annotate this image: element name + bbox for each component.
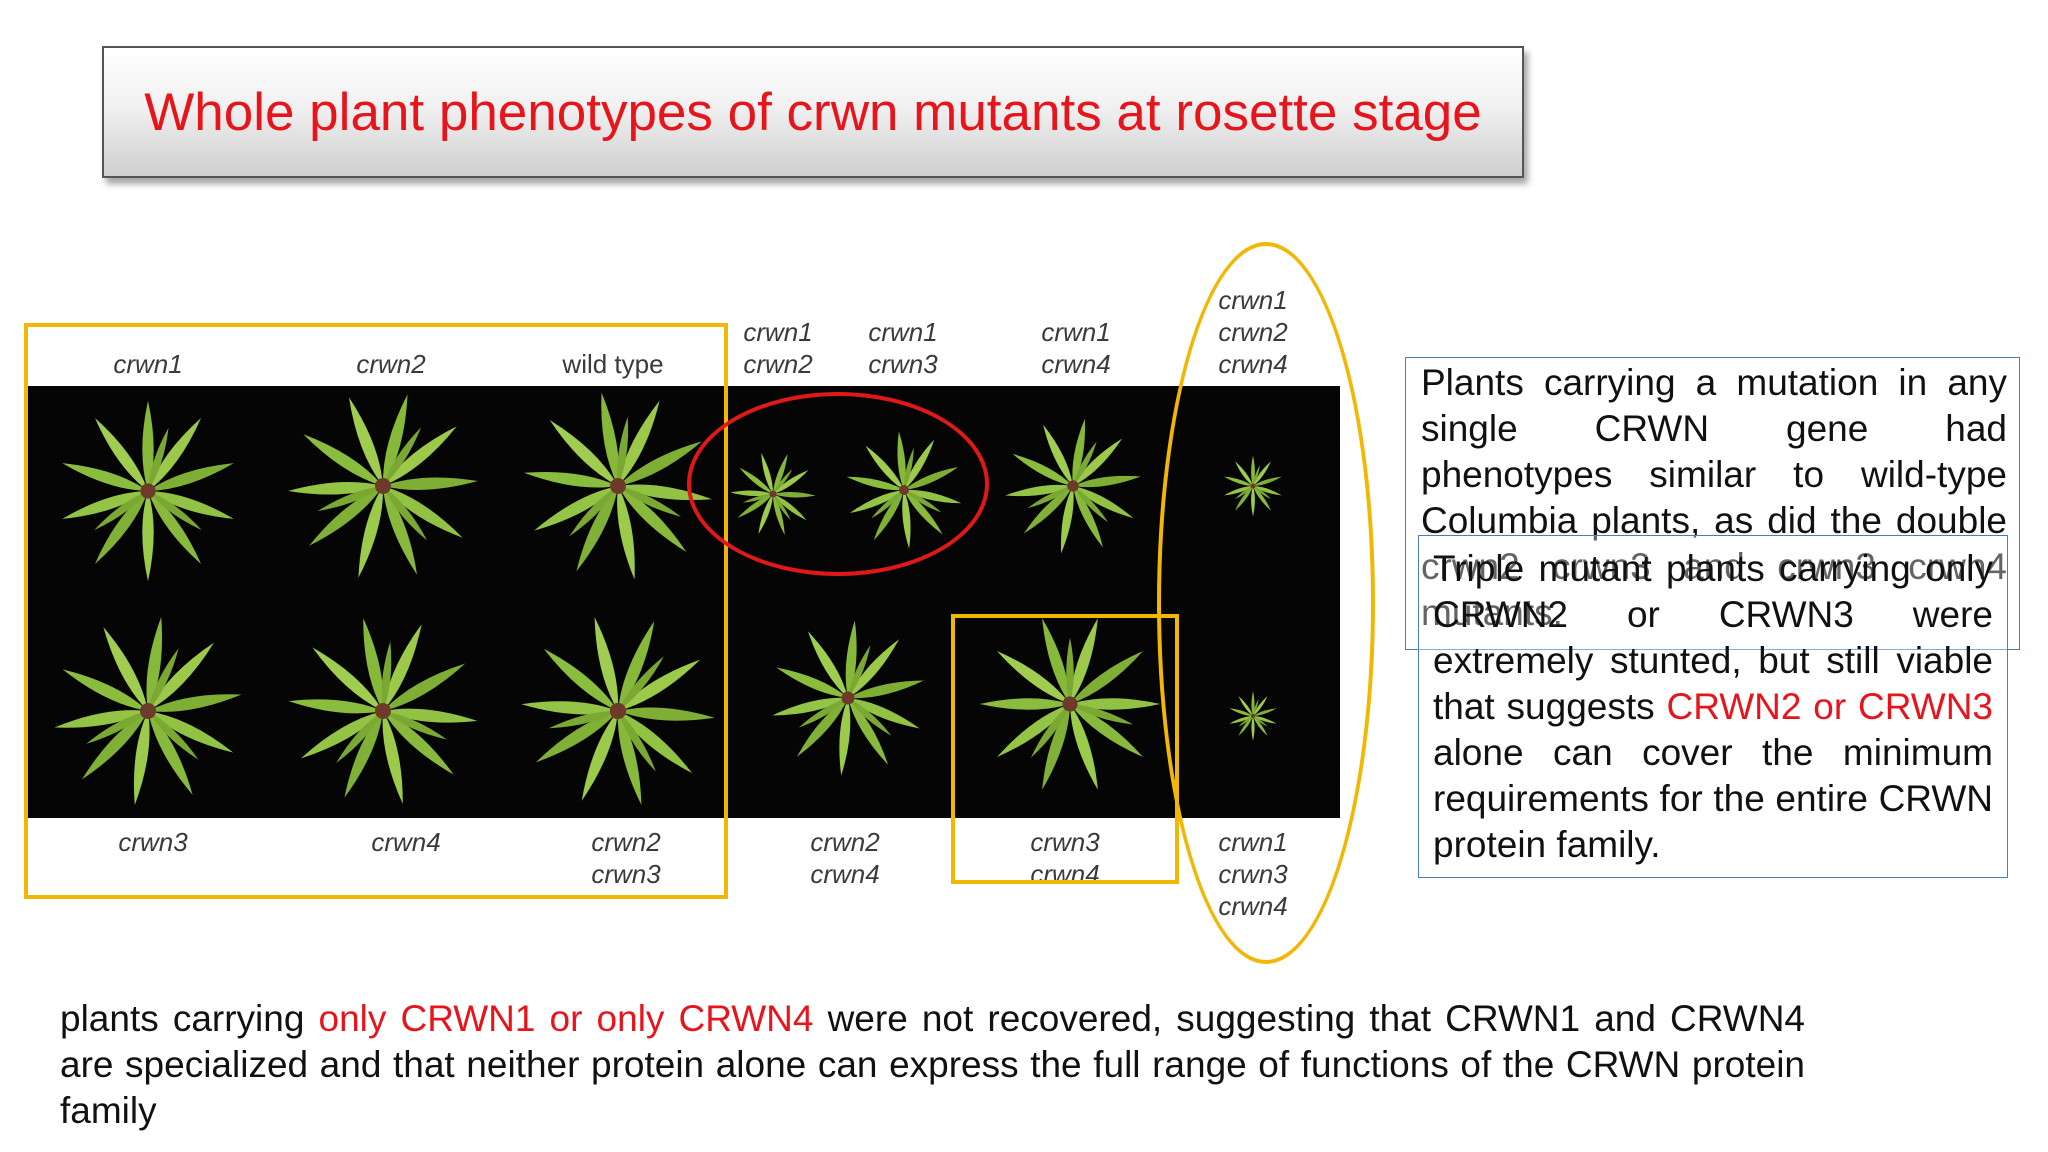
label-crwn1: crwn1 — [113, 349, 183, 379]
textbox-triple-part2: alone can cover the minimum requirements… — [1433, 732, 1993, 865]
bottom-part2: were not recovered, suggesting that CRWN… — [60, 998, 1806, 1131]
rosette-photo — [28, 370, 1340, 837]
title-box: Whole plant phenotypes of crwn mutants a… — [102, 46, 1524, 178]
yellow-ellipse-triple-mutants — [1157, 242, 1375, 964]
label-crwn3: crwn3 — [118, 827, 188, 857]
label-crwn4: crwn4 — [371, 827, 441, 857]
textbox-triple-highlight: CRWN2 or CRWN3 — [1666, 686, 1993, 727]
label-crwn2: crwn2 — [356, 349, 426, 379]
red-ellipse-double-mutants — [687, 392, 989, 576]
bottom-part1: plants carrying — [60, 998, 305, 1039]
bottom-conclusion: plants carrying only CRWN1 or only CRWN4… — [60, 996, 1805, 1134]
textbox-single-mutants: Plants carrying a mutation in any single… — [1405, 357, 2020, 650]
textbox-triple-part1: Triple mutant plants carrying only CRWN2… — [1433, 548, 1993, 727]
yellow-box-crwn3-crwn4 — [951, 614, 1179, 884]
yellow-box-single-mutants — [24, 323, 728, 899]
slide-title: Whole plant phenotypes of crwn mutants a… — [144, 82, 1482, 142]
bottom-highlight: only CRWN1 or only CRWN4 — [318, 998, 814, 1039]
textbox-triple-mutants: Triple mutant plants carrying only CRWN2… — [1418, 535, 2008, 878]
label-wild-type: wild type — [562, 349, 664, 379]
